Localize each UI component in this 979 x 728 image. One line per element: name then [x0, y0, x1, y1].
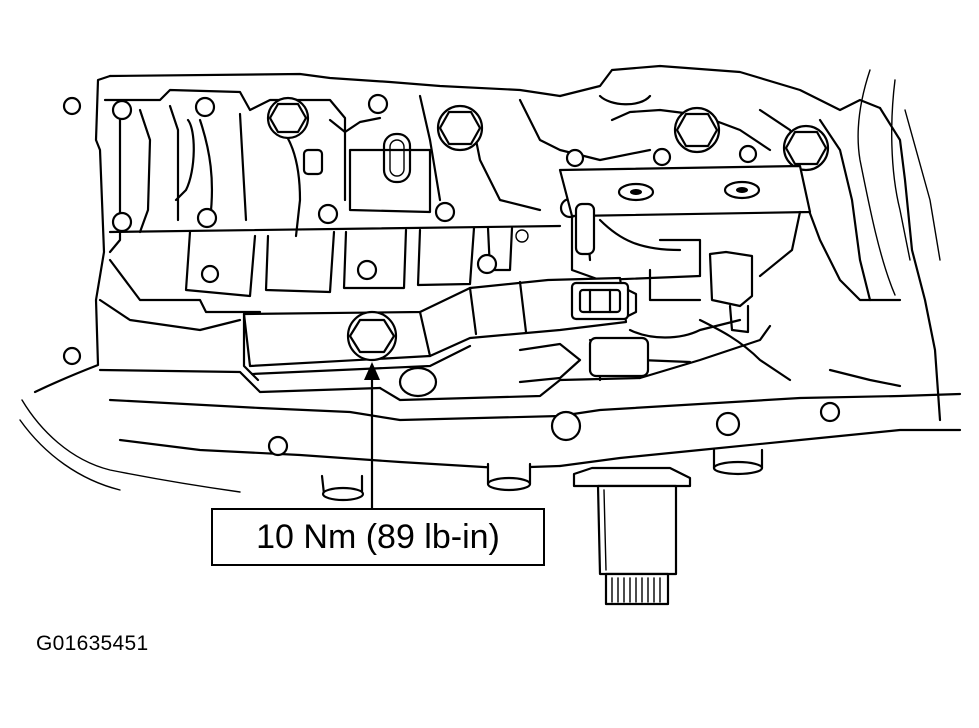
upper-bolts	[62, 93, 830, 366]
torque-spec-callout: 10 Nm (89 lb-in)	[211, 508, 545, 566]
bracket-bolt	[346, 310, 398, 362]
transmission-case-outline	[19, 64, 942, 493]
hex-bolt-1	[266, 96, 310, 140]
figure-id: G01635451	[36, 632, 149, 655]
lower-valve-body	[98, 318, 962, 606]
torque-spec-text: 10 Nm (89 lb-in)	[256, 517, 500, 556]
hex-bolt-3	[673, 106, 721, 154]
detent-bracket	[242, 276, 638, 382]
hex-bolt-4	[782, 124, 830, 172]
callout-arrow	[364, 362, 380, 510]
right-bracket	[558, 164, 812, 334]
hex-bolt-2	[436, 104, 484, 152]
manual-shaft	[572, 466, 692, 606]
upper-casting	[98, 88, 902, 332]
